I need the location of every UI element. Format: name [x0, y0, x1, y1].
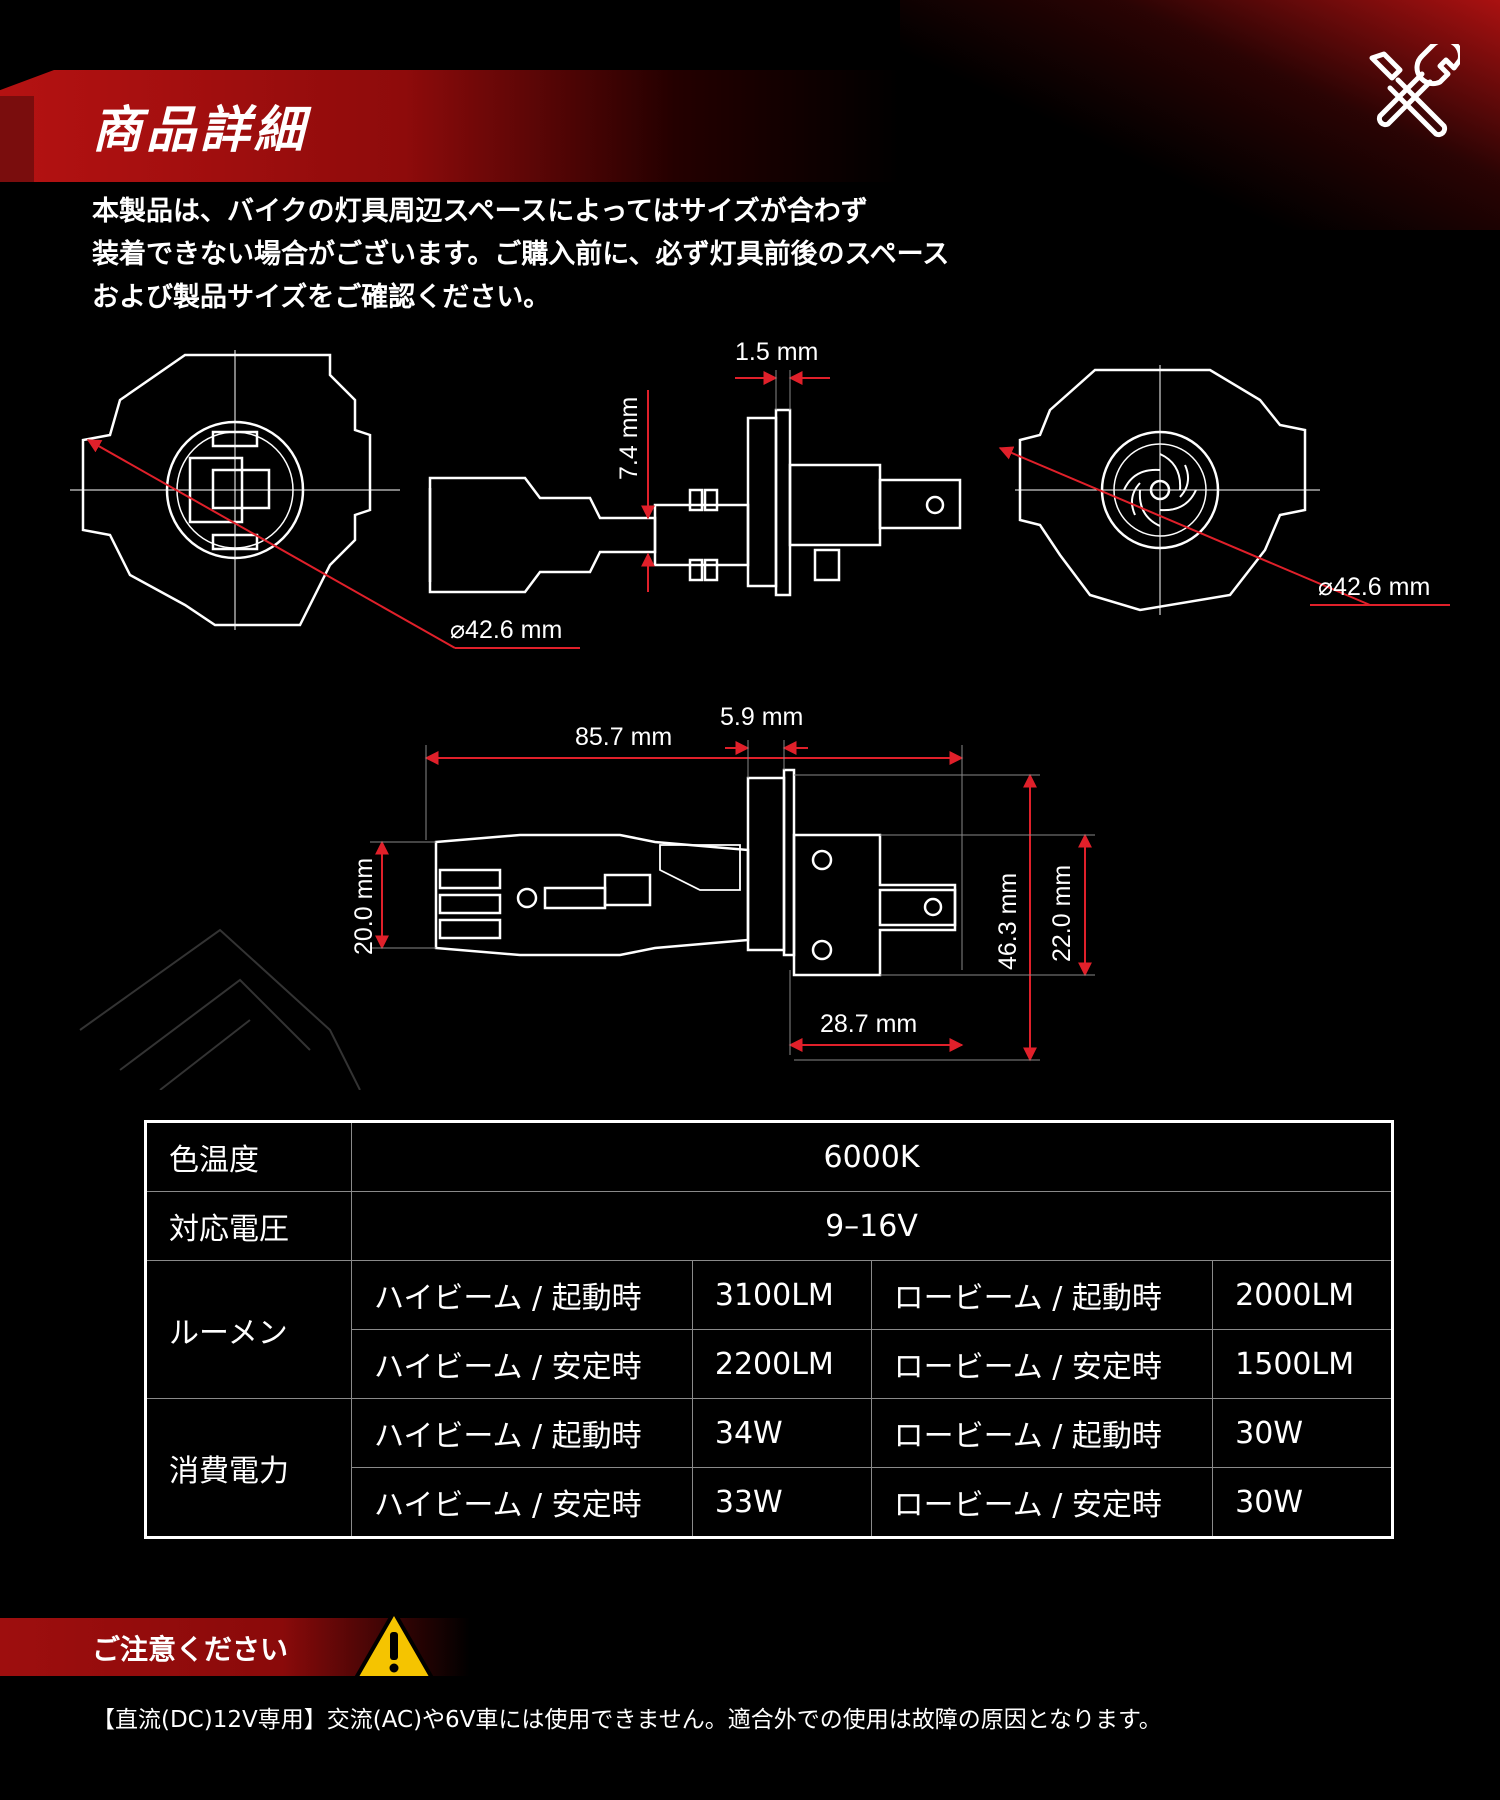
spec-cell: 2000LM — [1212, 1260, 1393, 1330]
dimension-label: 20.0 mm — [350, 858, 378, 955]
dimension-label: 28.7 mm — [820, 1010, 917, 1038]
rear-view-right — [1015, 365, 1320, 615]
spec-cell: ハイビーム / 起動時 — [351, 1260, 693, 1330]
power-label: 消費電力 — [145, 1398, 352, 1538]
spec-cell: 1500LM — [1212, 1329, 1393, 1399]
dimension-label: 5.9 mm — [720, 703, 803, 731]
spec-cell: ロービーム / 安定時 — [870, 1467, 1214, 1538]
dimension-label: 22.0 mm — [1048, 865, 1076, 962]
background-bulb-outline — [79, 928, 361, 1090]
voltage-value: 9–16V — [351, 1191, 1393, 1261]
table-row: 消費電力 ハイビーム / 起動時 34W ロービーム / 起動時 30W — [145, 1398, 1393, 1538]
dimension-label: 1.5 mm — [735, 338, 818, 366]
voltage-label: 対応電圧 — [145, 1191, 352, 1261]
spec-cell: ハイビーム / 安定時 — [351, 1329, 693, 1399]
spec-table: 色温度 6000K 対応電圧 9–16V ルーメン ハイビーム / 起動時 31… — [144, 1120, 1394, 1539]
warning-icon — [354, 1610, 434, 1680]
page-title: 商品詳細 — [92, 101, 308, 159]
front-view-left — [70, 350, 400, 630]
spec-cell: 34W — [691, 1398, 872, 1468]
intro-line: および製品サイズをご確認ください。 — [92, 282, 551, 313]
dimension-label: ⌀42.6 mm — [1318, 573, 1430, 601]
wrench-screwdriver-icon — [1369, 44, 1460, 138]
spec-cell: 30W — [1212, 1398, 1393, 1468]
right-diameter-dimension: ⌀42.6 mm — [998, 446, 1450, 606]
left-diameter-dimension: ⌀42.6 mm — [86, 439, 580, 649]
table-row: ルーメン ハイビーム / 起動時 3100LM ロービーム / 起動時 2000… — [145, 1260, 1393, 1399]
notice-title: ご注意ください — [92, 1633, 289, 1666]
title-band — [0, 70, 900, 182]
side-view-top — [428, 408, 962, 597]
bulb-dimension-diagram: ⌀42.6 mm 1.5 mm 7.4 mm — [70, 338, 1450, 1090]
table-row: ハイビーム / 安定時 2200LM ロービーム / 安定時 1500LM — [146, 1329, 1393, 1399]
spec-cell: 2200LM — [691, 1329, 872, 1399]
table-row: 色温度 6000K — [145, 1121, 1393, 1192]
dimension-label: 7.4 mm — [615, 397, 643, 480]
title-band-edge — [0, 96, 34, 182]
tab-height-dimension: 7.4 mm — [615, 390, 655, 592]
spec-cell: 30W — [1212, 1467, 1393, 1538]
color-temp-value: 6000K — [351, 1121, 1393, 1192]
spec-cell: ハイビーム / 起動時 — [351, 1398, 693, 1468]
table-row: 対応電圧 9–16V — [145, 1191, 1393, 1261]
spec-cell: ロービーム / 安定時 — [870, 1329, 1214, 1399]
flange-thickness-dimension: 1.5 mm — [735, 338, 830, 410]
spec-cell: 3100LM — [691, 1260, 872, 1330]
color-temp-label: 色温度 — [145, 1121, 352, 1192]
spec-cell: ロービーム / 起動時 — [870, 1260, 1214, 1330]
notice-text: 【直流(DC)12V専用】交流(AC)や6V車には使用できません。適合外での使用… — [92, 1707, 1162, 1733]
dimension-label: 85.7 mm — [575, 723, 672, 751]
intro-text: 本製品は、バイクの灯具周辺スペースによってはサイズが合わず 装着できない場合がご… — [92, 190, 1092, 319]
dimension-label: ⌀42.6 mm — [450, 616, 562, 644]
spec-cell: ロービーム / 起動時 — [870, 1398, 1214, 1468]
intro-line: 本製品は、バイクの灯具周辺スペースによってはサイズが合わず — [92, 196, 868, 227]
intro-line: 装着できない場合がございます。ご購入前に、必ず灯具前後のスペース — [92, 239, 950, 270]
dimension-label: 46.3 mm — [994, 873, 1022, 970]
table-row: ハイビーム / 安定時 33W ロービーム / 安定時 30W — [146, 1467, 1393, 1538]
length-dimensions: 85.7 mm 5.9 mm 28.7 mm — [424, 703, 964, 1055]
spec-cell: 33W — [691, 1467, 872, 1538]
spec-cell: ハイビーム / 安定時 — [351, 1467, 693, 1538]
height-dimensions: 20.0 mm 46.3 mm 22.0 mm — [350, 773, 1095, 1062]
lumen-label: ルーメン — [145, 1260, 352, 1399]
side-view-bottom — [434, 768, 957, 977]
